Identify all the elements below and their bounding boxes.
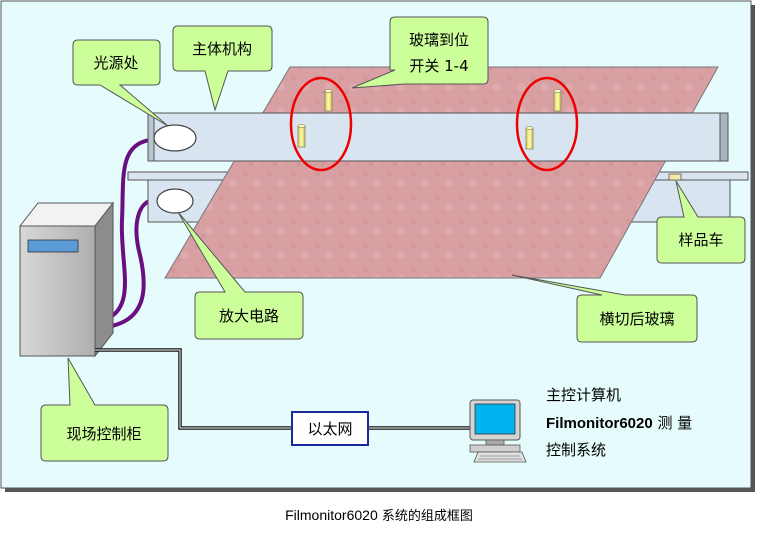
- callout-cut-glass: 横切后玻璃: [511, 274, 698, 343]
- svg-text:玻璃到位: 玻璃到位: [409, 31, 469, 49]
- svg-text:横切后玻璃: 横切后玻璃: [599, 310, 674, 328]
- switch-3: [553, 89, 562, 112]
- host-label-tail: 测 量: [653, 414, 693, 432]
- switch-1: [324, 89, 333, 112]
- switch-highlight-right: [515, 76, 579, 172]
- front-rail: [147, 112, 727, 162]
- callout-amplifier: 放大电路: [177, 211, 304, 340]
- callout-glass-switch: 玻璃到位 开关 1-4: [351, 16, 489, 89]
- switch-4: [525, 126, 534, 150]
- sample-cart: [668, 173, 682, 181]
- callout-sample-car: 样品车: [656, 180, 746, 264]
- svg-text:现场控制柜: 现场控制柜: [66, 425, 141, 443]
- callout-light-source: 光源处: [72, 39, 169, 127]
- host-label-line1: 主控计算机: [546, 386, 621, 404]
- front-rail-left: [147, 112, 155, 162]
- host-product-name: Filmonitor6020: [546, 415, 653, 432]
- computer-icon: [469, 399, 527, 463]
- ethernet-box: [291, 411, 369, 446]
- cable-upper: [110, 138, 151, 318]
- caption-product: Filmonitor6020: [285, 507, 378, 523]
- amplifier-lens: [156, 188, 194, 214]
- light-source-lens: [153, 124, 197, 152]
- switch-highlight-left: [289, 76, 353, 172]
- svg-text:放大电路: 放大电路: [219, 307, 279, 325]
- cabinet-display: [27, 239, 79, 253]
- host-label-line2: Filmonitor6020 测 量: [546, 414, 692, 432]
- ethernet-label: 以太网: [307, 420, 352, 438]
- svg-text:样品车: 样品车: [678, 231, 723, 249]
- svg-text:主体机构: 主体机构: [192, 40, 252, 58]
- callout-glass-switch-line2: 开关 1-4: [409, 57, 468, 75]
- callout-cabinet: 现场控制柜: [40, 357, 169, 462]
- host-label-line3: 控制系统: [546, 441, 606, 459]
- figure-caption: Filmonitor6020 系统的组成框图: [285, 507, 473, 524]
- caption-text: 系统的组成框图: [378, 508, 473, 524]
- cable-lower: [111, 198, 156, 328]
- switch-2: [297, 124, 306, 148]
- control-cabinet: [18, 201, 115, 358]
- front-rail-end: [719, 112, 729, 162]
- svg-text:光源处: 光源处: [93, 54, 138, 72]
- callout-main-body: 主体机构: [172, 25, 273, 112]
